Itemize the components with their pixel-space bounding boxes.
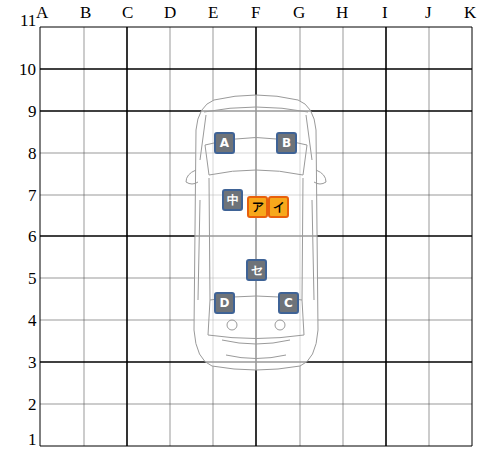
seat-marker: イ [268,196,289,218]
row-number: 8 [28,145,37,162]
column-letter: K [464,4,476,21]
column-letter: J [425,4,432,21]
row-number: 2 [28,396,37,413]
row-number: 10 [19,61,36,78]
seat-marker: ア [247,196,268,218]
row-number: 3 [28,354,37,371]
column-letter: F [251,4,260,21]
seat-label: ア [252,201,264,213]
row-number: 9 [28,103,37,120]
row-number: 5 [28,270,37,287]
car-outline [186,95,326,370]
row-number: 1 [28,431,37,448]
row-number: 11 [20,12,36,29]
row-number: 4 [28,312,37,329]
seat-marker: B [276,132,297,154]
row-number: 6 [28,228,37,245]
seat-label: 中 [227,194,239,206]
seat-label: D [220,297,230,309]
column-letter: G [293,4,305,21]
column-letter: I [382,4,388,21]
seat-marker: 中 [222,189,243,211]
column-letter: A [36,4,48,21]
column-letter: B [80,4,91,21]
seat-label: A [220,137,229,149]
seat-marker: D [214,292,235,314]
row-number: 7 [28,187,37,204]
column-letter: E [208,4,218,21]
seat-label: イ [273,201,285,213]
seat-label: C [284,297,293,309]
column-letter: D [164,4,176,21]
seat-label: セ [251,264,263,276]
column-letter: H [336,4,348,21]
seat-label: B [282,137,291,149]
seat-marker: C [278,292,299,314]
seat-marker: セ [246,259,267,281]
seat-marker: A [214,132,235,154]
grid-lines [40,27,472,446]
column-letter: C [122,4,133,21]
